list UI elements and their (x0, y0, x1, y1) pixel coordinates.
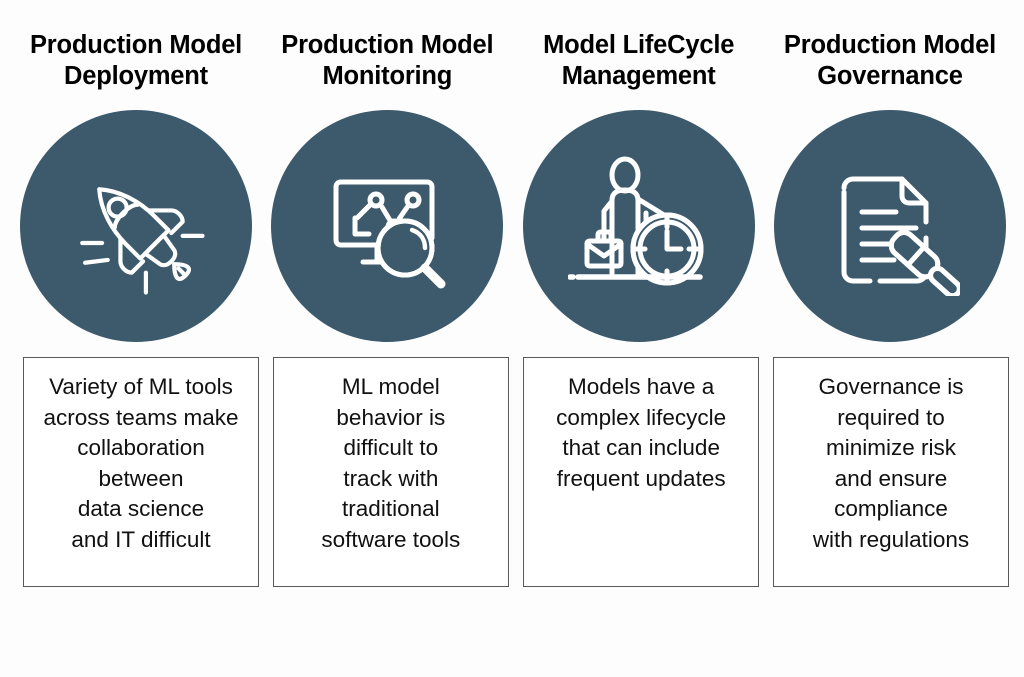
column-heading-1: Production Model Deployment (29, 31, 243, 90)
person-briefcase-clock-icon (567, 155, 710, 297)
description-box-3: Models have a complex lifecycle that can… (523, 357, 760, 587)
column-heading-3: Model LifeCycle Management (543, 31, 735, 90)
icon-circle-4 (773, 110, 1006, 342)
column-heading-2: Production Model Monitoring (281, 31, 494, 90)
description-box-4: Governance is required to minimize risk … (772, 357, 1009, 587)
icon-circle-1 (20, 110, 252, 342)
icon-circle-2 (271, 110, 504, 342)
column-model-lifecycle-management: Model LifeCycle Management (514, 0, 764, 587)
document-gavel-icon (820, 156, 960, 296)
column-production-model-deployment: Production Model Deployment (11, 0, 261, 587)
column-heading-4: Production Model Governance (783, 31, 997, 90)
icon-circle-3 (522, 110, 755, 342)
description-box-1: Variety of ML tools across teams make co… (23, 357, 259, 587)
description-box-2: ML model behavior is difficult to track … (272, 357, 509, 587)
rocket-icon (66, 156, 206, 296)
column-production-model-governance: Production Model Governance (765, 0, 1015, 587)
monitor-chart-magnifier-icon (317, 156, 457, 296)
column-production-model-monitoring: Production Model Monitoring (262, 0, 512, 587)
